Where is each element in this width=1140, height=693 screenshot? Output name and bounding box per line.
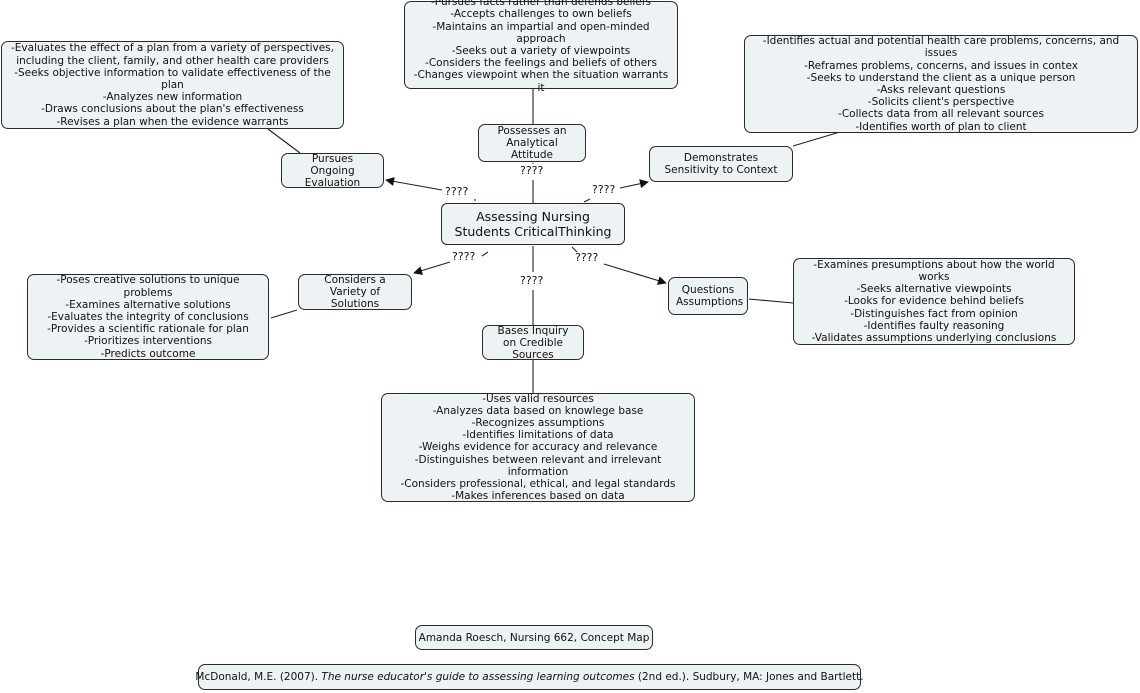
concept-ongoing-evaluation[interactable]: Pursues Ongoing Evaluation <box>281 152 384 189</box>
link-central-solutions <box>481 251 489 257</box>
link-label: ???? <box>443 185 471 198</box>
context-details-box[interactable]: -Identifies actual and potential health … <box>744 35 1138 133</box>
assumptions-details-box[interactable]: -Examines presumptions about how the wor… <box>793 258 1075 345</box>
link-assumptions-details <box>748 298 794 304</box>
reference-citation[interactable]: McDonald, M.E. (2007). The nurse educato… <box>195 664 864 690</box>
detail-line: -Analyzes data based on knowlege base <box>432 404 644 417</box>
concept-sensitivity-context[interactable]: Demonstrates Sensitivity to Context <box>649 146 793 182</box>
detail-line: -Provides a scientific rationale for pla… <box>47 323 249 336</box>
detail-line: -Identifies faulty reasoning <box>863 319 1005 332</box>
detail-line: -Solicits client's perspective <box>867 96 1015 109</box>
concept-label: Bases Inquiry on Credible Sources <box>497 324 569 361</box>
link-label: ???? <box>518 274 546 287</box>
assumptions-details-text: -Examines presumptions about how the wor… <box>798 259 1070 344</box>
central-concept-title: Assessing Nursing Students CriticalThink… <box>454 209 612 239</box>
detail-line: -Recognizes assumptions <box>471 417 605 429</box>
link-central-context <box>583 198 591 203</box>
evaluation-details-box[interactable]: -Evaluates the effect of a plan from a v… <box>1 41 344 129</box>
detail-line: -Looks for evidence behind beliefs <box>844 295 1024 308</box>
central-concept[interactable]: Assessing Nursing Students CriticalThink… <box>441 203 625 245</box>
detail-line: -Seeks to understand the client as a uni… <box>806 71 1076 84</box>
detail-line: -Poses creative solutions to unique prob… <box>56 274 240 299</box>
detail-line: -Draws conclusions about the plan's effe… <box>41 103 304 116</box>
concept-questions-assumptions[interactable]: Questions Assumptions <box>668 277 748 315</box>
detail-line: -Accepts challenges to own beliefs <box>450 8 632 21</box>
solutions-details-text: -Poses creative solutions to unique prob… <box>32 274 264 359</box>
detail-line: -Considers professional, ethical, and le… <box>400 478 676 491</box>
concept-label: Questions Assumptions <box>676 284 744 308</box>
sources-details-box[interactable]: -Uses valid resources-Analyzes data base… <box>381 393 695 502</box>
detail-line: -Identifies worth of plan to client <box>855 120 1027 133</box>
detail-line: -Validates assumptions underlying conclu… <box>811 332 1057 345</box>
detail-line: -Distinguishes fact from opinion <box>850 307 1018 320</box>
reference-title: The nurse educator's guide to assessing … <box>321 671 635 683</box>
detail-line: -Identifies limitations of data <box>462 429 614 442</box>
concept-label: Possesses an Analytical Attitude <box>497 125 567 161</box>
detail-line: -Analyzes new information <box>102 91 243 104</box>
analytical-details-text: -Pursues facts rather than defends belie… <box>409 0 673 94</box>
link-evaluation-details <box>267 128 301 154</box>
author-credit[interactable]: Amanda Roesch, Nursing 662, Concept Map <box>415 625 653 650</box>
link-label: ???? <box>518 164 546 177</box>
concept-label: Pursues Ongoing Evaluation <box>304 152 361 189</box>
arrow-evaluation <box>385 176 443 191</box>
detail-line: -Revises a plan when the evidence warran… <box>56 115 289 128</box>
author-credit-text: Amanda Roesch, Nursing 662, Concept Map <box>418 631 650 644</box>
detail-line: -Evaluates the effect of a plan from a v… <box>11 42 334 55</box>
concept-analytical-attitude[interactable]: Possesses an Analytical Attitude <box>478 124 586 162</box>
detail-line: -Changes viewpoint when the situation wa… <box>413 69 669 94</box>
detail-line: -Seeks out a variety of viewpoints <box>451 45 631 57</box>
concept-label: Demonstrates Sensitivity to Context <box>664 152 778 176</box>
detail-line: -Asks relevant questions <box>876 84 1006 96</box>
detail-line: -Considers the feelings and beliefs of o… <box>425 57 657 70</box>
detail-line: -Collects data from all relevant sources <box>838 108 1044 121</box>
analytical-details-box[interactable]: -Pursues facts rather than defends belie… <box>404 0 678 94</box>
reference-prefix: McDonald, M.E. (2007). <box>195 671 322 683</box>
concept-label: Considers a Variety of Solutions <box>324 274 386 310</box>
link-solutions-details <box>270 309 298 319</box>
detail-line: -Seeks objective information to validate… <box>14 66 331 91</box>
detail-line: -Weighs evidence for accuracy and releva… <box>418 441 658 454</box>
detail-line: -Predicts outcome <box>100 347 196 360</box>
arrow-solutions <box>413 261 451 275</box>
detail-line: -Reframes problems, concerns, and issues… <box>804 59 1078 72</box>
arrow-assumptions <box>603 263 667 285</box>
detail-line: -Uses valid resources <box>482 392 594 405</box>
detail-line: -Prioritizes interventions <box>83 335 213 348</box>
detail-line: -Examines presumptions about how the wor… <box>813 258 1055 283</box>
reference-suffix: (2nd ed.). Sudbury, MA: Jones and Bartle… <box>634 671 864 683</box>
link-label: ???? <box>450 250 478 263</box>
solutions-details-box[interactable]: -Poses creative solutions to unique prob… <box>27 274 269 360</box>
link-context-details <box>792 131 841 147</box>
detail-line: -Examines alternative solutions <box>65 298 231 311</box>
arrow-context <box>619 179 649 189</box>
reference-text: McDonald, M.E. (2007). The nurse educato… <box>195 671 863 683</box>
detail-line: -Maintains an impartial and open-minded … <box>432 20 650 45</box>
concept-variety-solutions[interactable]: Considers a Variety of Solutions <box>298 274 412 310</box>
detail-line: including the client, family, and other … <box>16 54 329 67</box>
detail-line: -Identifies actual and potential health … <box>762 35 1120 60</box>
concept-credible-sources[interactable]: Bases Inquiry on Credible Sources <box>482 324 584 361</box>
evaluation-details-text: -Evaluates the effect of a plan from a v… <box>6 42 339 127</box>
detail-line: -Seeks alternative viewpoints <box>856 283 1012 296</box>
link-label: ???? <box>590 183 618 196</box>
link-label: ???? <box>573 251 601 264</box>
sources-details-text: -Uses valid resources-Analyzes data base… <box>386 393 690 503</box>
context-details-text: -Identifies actual and potential health … <box>749 35 1133 133</box>
detail-line: -Distinguishes between relevant and irre… <box>414 453 662 478</box>
detail-line: -Makes inferences based on data <box>451 490 625 503</box>
detail-line: -Pursues facts rather than defends belie… <box>431 0 651 9</box>
detail-line: -Evaluates the integrity of conclusions <box>47 310 249 323</box>
